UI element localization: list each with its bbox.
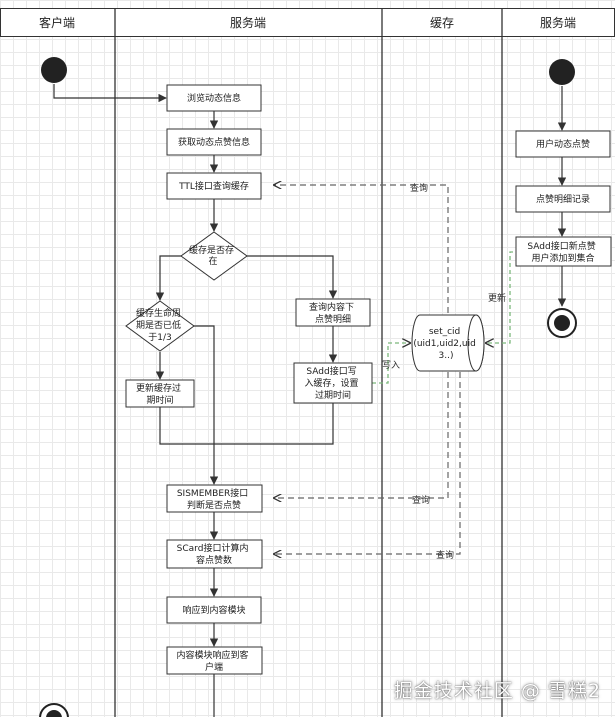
edge-sadd-merge — [214, 403, 334, 445]
box-scard — [166, 539, 263, 569]
edge-dashed-write — [372, 343, 410, 384]
box-sadd-write — [293, 362, 373, 404]
box-sadd-add — [515, 236, 612, 267]
edge-label-query-sismember: 查询 — [412, 494, 430, 506]
box-refresh-expire — [125, 379, 195, 408]
label-cache-store: set_cid (uid1,uid2,uid 3..) — [413, 327, 478, 361]
box-like-record — [515, 185, 611, 213]
edge-exists-detail — [246, 255, 338, 299]
cache-store-cylinder — [411, 314, 485, 372]
label-like-record: 点赞明细记录 — [536, 193, 590, 205]
label-ttl-query: TTL接口查询缓存 — [178, 180, 249, 192]
watermark: 掘金技术社区 @ 雪糕2 — [393, 680, 601, 702]
edge-exists-ttlcheck — [155, 255, 182, 301]
box-sismember — [166, 484, 263, 513]
edge-ttlcheck-merge — [193, 325, 219, 485]
edge-dashed-update — [486, 251, 548, 343]
box-user-like — [515, 130, 611, 158]
diamond-ttl-check — [125, 300, 195, 352]
label-browse: 浏览动态信息 — [187, 92, 241, 104]
label-get-likes: 获取动态点赞信息 — [178, 136, 250, 148]
edge-dashed-sismember-query — [274, 372, 449, 498]
label-respond: 响应到内容模块 — [182, 604, 245, 616]
box-get-likes — [166, 128, 262, 156]
label-user-like: 用户动态点赞 — [536, 138, 590, 150]
start-node-client — [41, 57, 67, 83]
diamond-cache-exists — [180, 231, 248, 281]
label-cache-exists: 缓存是否存 在 — [189, 244, 237, 267]
end-node-server — [547, 308, 577, 338]
edge-label-write: 写入 — [382, 360, 400, 371]
edge-refresh-merge — [159, 407, 214, 445]
box-query-detail — [295, 298, 371, 327]
edge-label-query-ttl: 查询 — [410, 182, 428, 194]
lane-title-cache: 缓存 — [430, 16, 454, 30]
label-scard: SCard接口计算内 容点赞数 — [177, 542, 252, 566]
swimlane-frame — [0, 8, 615, 717]
label-sadd-write: SAdd接口写 入缓存，设置 过期时间 — [305, 365, 362, 401]
start-node-server — [549, 59, 575, 85]
label-respond-client: 内容模块响应到客 户端 — [177, 649, 252, 673]
label-ttl-check: 缓存生命周 期是否已低 于1/3 — [136, 307, 184, 343]
end-node-client — [39, 703, 69, 717]
label-query-detail: 查询内容下 点赞明细 — [309, 301, 357, 325]
box-respond — [166, 596, 262, 624]
label-sadd-add: SAdd接口新点赞 用户添加到集合 — [527, 240, 598, 264]
lane-title-server-right: 服务端 — [540, 15, 576, 30]
label-sismember: SISMEMBER接口 判断是否点赞 — [177, 487, 251, 511]
lane-title-server: 服务端 — [230, 15, 266, 30]
label-refresh-expire: 更新缓存过 期时间 — [136, 382, 184, 406]
edge-start-browse — [53, 84, 167, 103]
edge-dashed-ttl-query — [274, 185, 449, 313]
edge-label-update: 更新 — [488, 292, 506, 304]
box-ttl-query — [166, 172, 262, 200]
lane-title-client: 客户端 — [39, 15, 75, 30]
box-browse — [166, 84, 262, 112]
box-respond-client — [166, 646, 263, 675]
edge-dashed-scard-query — [274, 372, 461, 554]
edge-label-query-scard: 查询 — [436, 549, 454, 561]
